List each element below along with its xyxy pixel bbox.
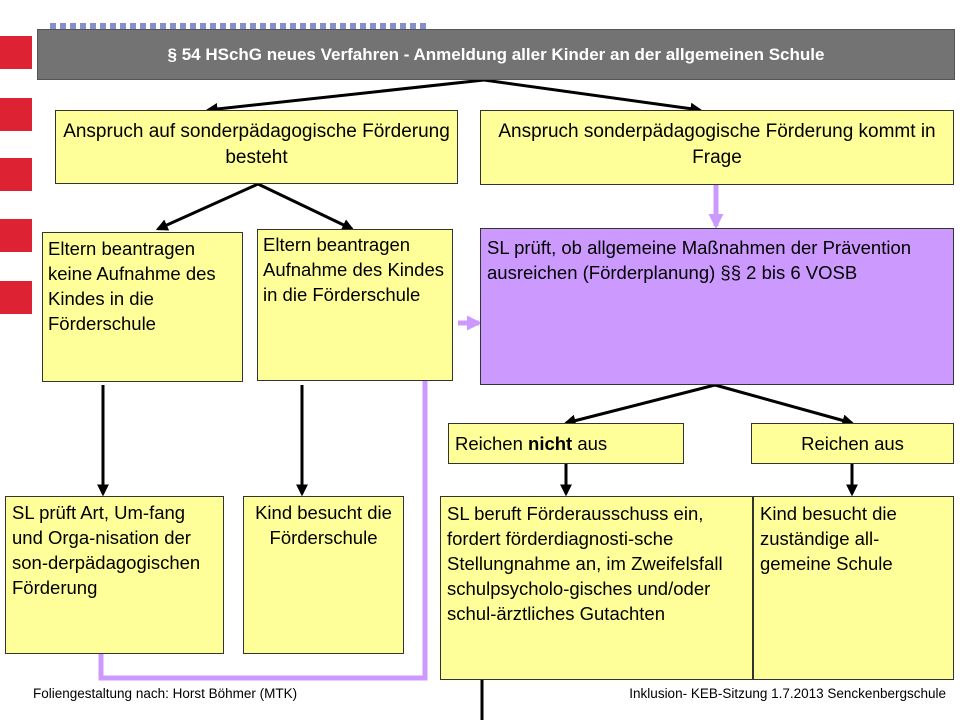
arrow-to-eltern-keine xyxy=(155,182,259,231)
box-eltern-aufnahme: Eltern beantragen Aufnahme des Kindes in… xyxy=(257,229,453,381)
red-square-marker xyxy=(0,281,32,314)
box-kind-foerderschule: Kind besucht die Förderschule xyxy=(243,496,404,654)
box-anspruch-besteht: Anspruch auf sonderpädagogische Förderun… xyxy=(55,110,458,184)
box-eltern-keine: Eltern beantragen keine Aufnahme des Kin… xyxy=(42,232,243,382)
reichen-nicht-text-post: aus xyxy=(572,433,608,454)
arrow-to-reichen-nicht xyxy=(563,383,716,427)
box-sl-prueft-art: SL prüft Art, Um-fang und Orga-nisation … xyxy=(5,496,224,654)
arrow-to-eltern-aufnahme xyxy=(257,182,355,231)
purple-feedback-loop xyxy=(98,380,428,681)
arrow-header-to-right xyxy=(483,78,703,115)
footer-left: Foliengestaltung nach: Horst Böhmer (MTK… xyxy=(33,686,298,701)
red-square-marker xyxy=(0,36,32,69)
box-reichen-nicht: Reichen nicht aus xyxy=(448,423,684,464)
red-square-marker xyxy=(0,158,32,191)
red-square-marker xyxy=(0,219,32,252)
arrow-header-to-left xyxy=(205,78,485,115)
header-title: § 54 HSchG neues Verfahren - Anmeldung a… xyxy=(37,29,955,80)
footer-right: Inklusion- KEB-Sitzung 1.7.2013 Senckenb… xyxy=(629,686,946,701)
reichen-nicht-text-bold: nicht xyxy=(528,433,573,454)
box-anspruch-frage: Anspruch sonderpädagogische Förderung ko… xyxy=(480,110,954,185)
box-sl-beruft: SL beruft Förderausschuss ein, fordert f… xyxy=(440,496,753,680)
box-kind-allgemeine: Kind besucht die zuständige all-gemeine … xyxy=(753,496,954,680)
decorative-strip xyxy=(50,23,430,29)
arrow-to-reichen-aus xyxy=(714,383,855,427)
reichen-nicht-text-pre: Reichen xyxy=(455,433,529,454)
box-reichen-aus: Reichen aus xyxy=(751,423,954,464)
box-sl-prueft-praevention: SL prüft, ob allgemeine Maßnahmen der Pr… xyxy=(480,228,954,385)
red-square-marker xyxy=(0,98,32,131)
